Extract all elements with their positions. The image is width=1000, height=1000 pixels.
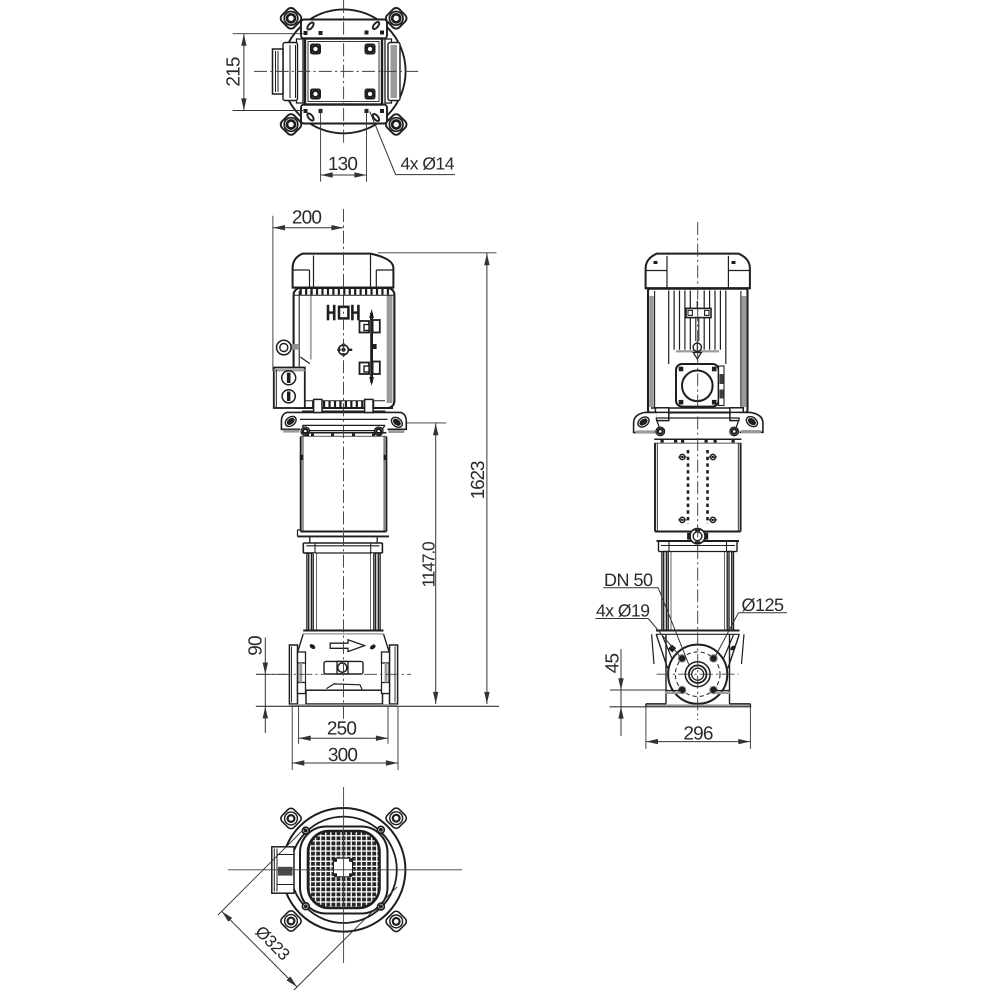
svg-text:DN 50: DN 50 xyxy=(604,570,653,590)
svg-text:1623: 1623 xyxy=(468,461,489,499)
svg-text:1147.0: 1147.0 xyxy=(418,541,438,587)
svg-text:Ø125: Ø125 xyxy=(742,595,785,615)
svg-text:300: 300 xyxy=(328,745,358,766)
svg-text:200: 200 xyxy=(292,208,322,229)
svg-text:4x Ø19: 4x Ø19 xyxy=(596,600,649,620)
svg-text:90: 90 xyxy=(246,636,267,656)
svg-text:296: 296 xyxy=(683,724,713,745)
svg-text:250: 250 xyxy=(327,719,357,740)
svg-text:215: 215 xyxy=(224,57,245,87)
svg-text:4x Ø14: 4x Ø14 xyxy=(401,154,455,174)
svg-text:45: 45 xyxy=(603,654,624,674)
svg-text:130: 130 xyxy=(328,154,358,175)
